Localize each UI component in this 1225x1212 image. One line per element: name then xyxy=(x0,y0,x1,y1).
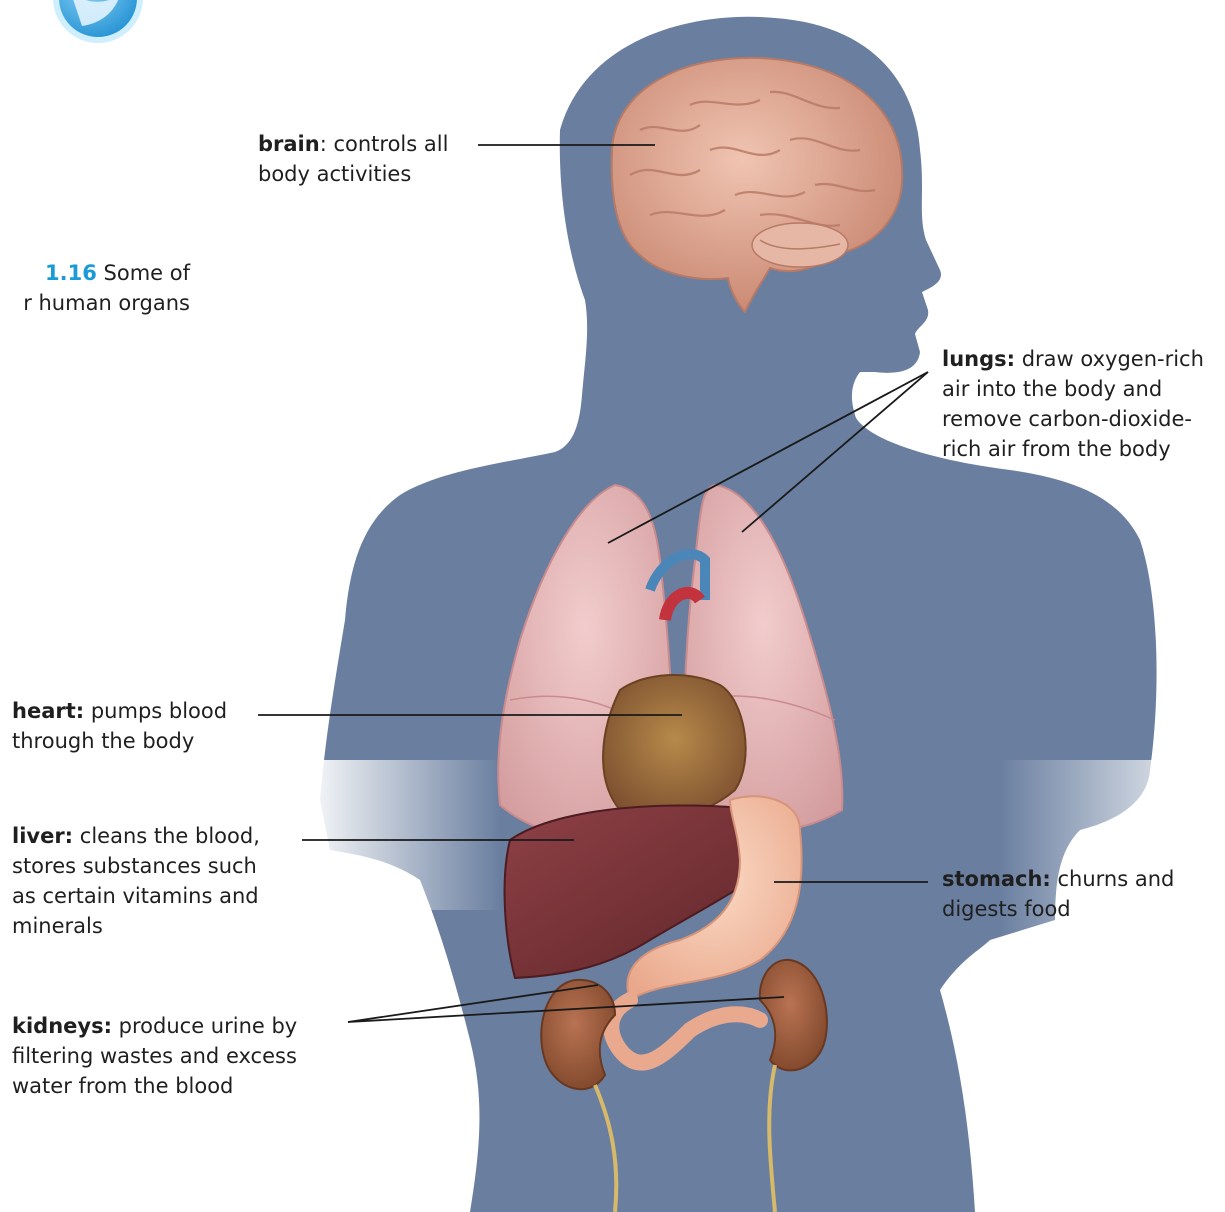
label-heart-desc1: pumps blood xyxy=(84,699,227,723)
label-brain-desc1: : controls all xyxy=(320,132,449,156)
label-heart-desc2: through the body xyxy=(12,726,227,756)
figure-caption: 1.16 Some of r human organs xyxy=(0,258,190,318)
globe-icon[interactable] xyxy=(56,0,140,40)
label-kidneys-desc1: produce urine by xyxy=(112,1014,297,1038)
label-kidneys-desc3: water from the blood xyxy=(12,1071,297,1101)
arm-fade-right xyxy=(1000,760,1225,960)
label-liver-desc1: cleans the blood, xyxy=(73,824,260,848)
arm-fade-left xyxy=(300,760,500,910)
label-liver: liver: cleans the blood, stores substanc… xyxy=(12,821,260,941)
label-liver-desc2: stores substances such xyxy=(12,851,260,881)
label-stomach: stomach: churns and digests food xyxy=(942,864,1174,924)
label-stomach-desc2: digests food xyxy=(942,894,1174,924)
label-kidneys: kidneys: produce urine by filtering wast… xyxy=(12,1011,297,1101)
label-lungs: lungs: draw oxygen-rich air into the bod… xyxy=(942,344,1204,464)
figure-number: 1.16 xyxy=(45,261,97,285)
label-lungs-desc4: rich air from the body xyxy=(942,434,1204,464)
label-kidneys-desc2: filtering wastes and excess xyxy=(12,1041,297,1071)
label-brain-desc2: body activities xyxy=(258,159,448,189)
label-brain-term: brain xyxy=(258,132,320,156)
label-lungs-desc3: remove carbon-dioxide- xyxy=(942,404,1204,434)
label-heart: heart: pumps blood through the body xyxy=(12,696,227,756)
label-lungs-desc2: air into the body and xyxy=(942,374,1204,404)
label-liver-desc3: as certain vitamins and xyxy=(12,881,260,911)
label-kidneys-term: kidneys: xyxy=(12,1014,112,1038)
caption-line2: r human organs xyxy=(0,288,190,318)
label-heart-term: heart: xyxy=(12,699,84,723)
label-lungs-desc1: draw oxygen-rich xyxy=(1015,347,1204,371)
heart-illustration xyxy=(603,675,746,818)
label-lungs-term: lungs: xyxy=(942,347,1015,371)
label-liver-desc4: minerals xyxy=(12,911,260,941)
caption-line1: Some of xyxy=(104,261,190,285)
label-liver-term: liver: xyxy=(12,824,73,848)
label-brain: brain: controls all body activities xyxy=(258,129,448,189)
label-stomach-desc1: churns and xyxy=(1051,867,1175,891)
label-stomach-term: stomach: xyxy=(942,867,1051,891)
